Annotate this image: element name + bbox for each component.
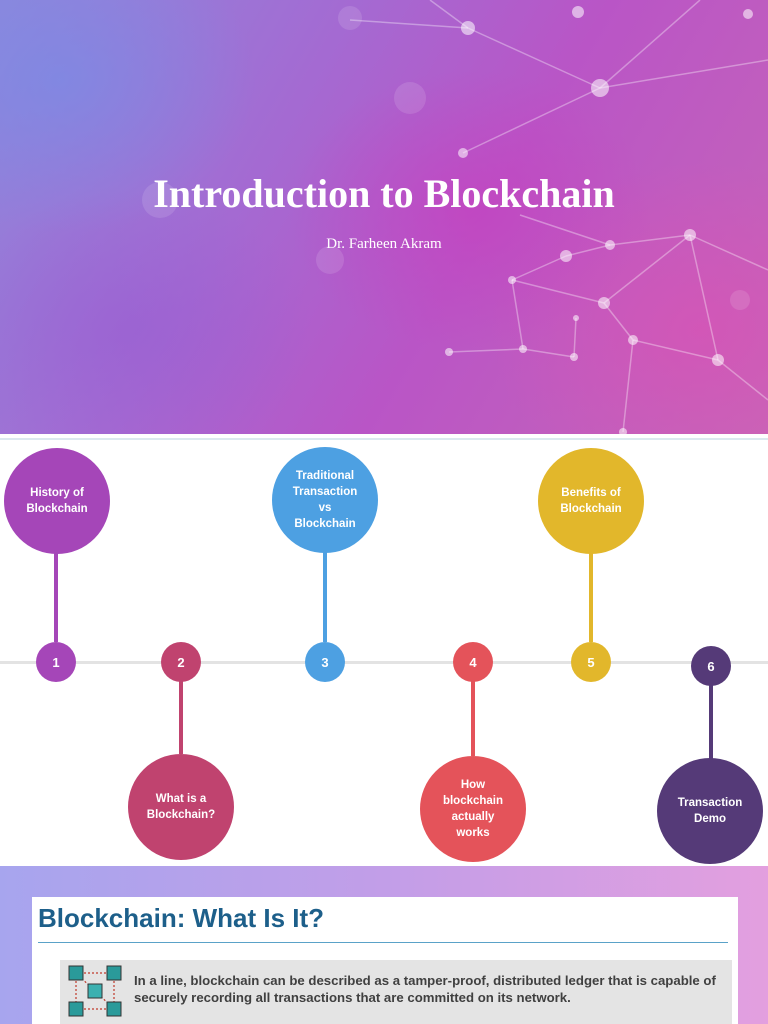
blockchain-cubes-icon	[68, 965, 122, 1017]
heading-underline	[38, 942, 728, 943]
milestone-connector	[323, 552, 327, 642]
milestone-bubble: How blockchain actually works	[420, 756, 526, 862]
milestone-number: 5	[571, 642, 611, 682]
slide-card: Blockchain: What Is It? In a line, block…	[32, 897, 738, 1024]
milestone-bubble: What is a Blockchain?	[128, 754, 234, 860]
agenda-timeline-slide: History of Blockchain 1 2 What is a Bloc…	[0, 434, 768, 866]
network-nodes-decoration	[142, 0, 768, 434]
milestone-bubble: History of Blockchain	[4, 448, 110, 554]
what-is-blockchain-slide: Blockchain: What Is It? In a line, block…	[0, 866, 768, 1024]
milestone-number: 2	[161, 642, 201, 682]
presenter-name: Dr. Farheen Akram	[326, 236, 442, 252]
milestone-connector	[589, 552, 593, 642]
milestone-number: 3	[305, 642, 345, 682]
milestone-number: 6	[691, 646, 731, 686]
milestone-connector	[471, 680, 475, 756]
milestone-bubble: Transaction Demo	[657, 758, 763, 864]
milestone-number: 1	[36, 642, 76, 682]
milestone-bubble: Traditional Transaction vs Blockchain	[272, 447, 378, 553]
presentation-title: Introduction to Blockchain	[153, 171, 615, 216]
milestone-number: 4	[453, 642, 493, 682]
description-band	[60, 960, 732, 1024]
milestone-bubble: Benefits of Blockchain	[538, 448, 644, 554]
blockchain-definition: In a line, blockchain can be described a…	[134, 973, 716, 1005]
slide-heading: Blockchain: What Is It?	[38, 903, 325, 933]
top-divider	[0, 438, 768, 440]
title-slide: Introduction to Blockchain Dr. Farheen A…	[0, 0, 768, 434]
timeline-axis	[0, 661, 768, 664]
milestone-connector	[54, 552, 58, 642]
milestone-connector	[179, 680, 183, 754]
milestone-connector	[709, 684, 713, 760]
